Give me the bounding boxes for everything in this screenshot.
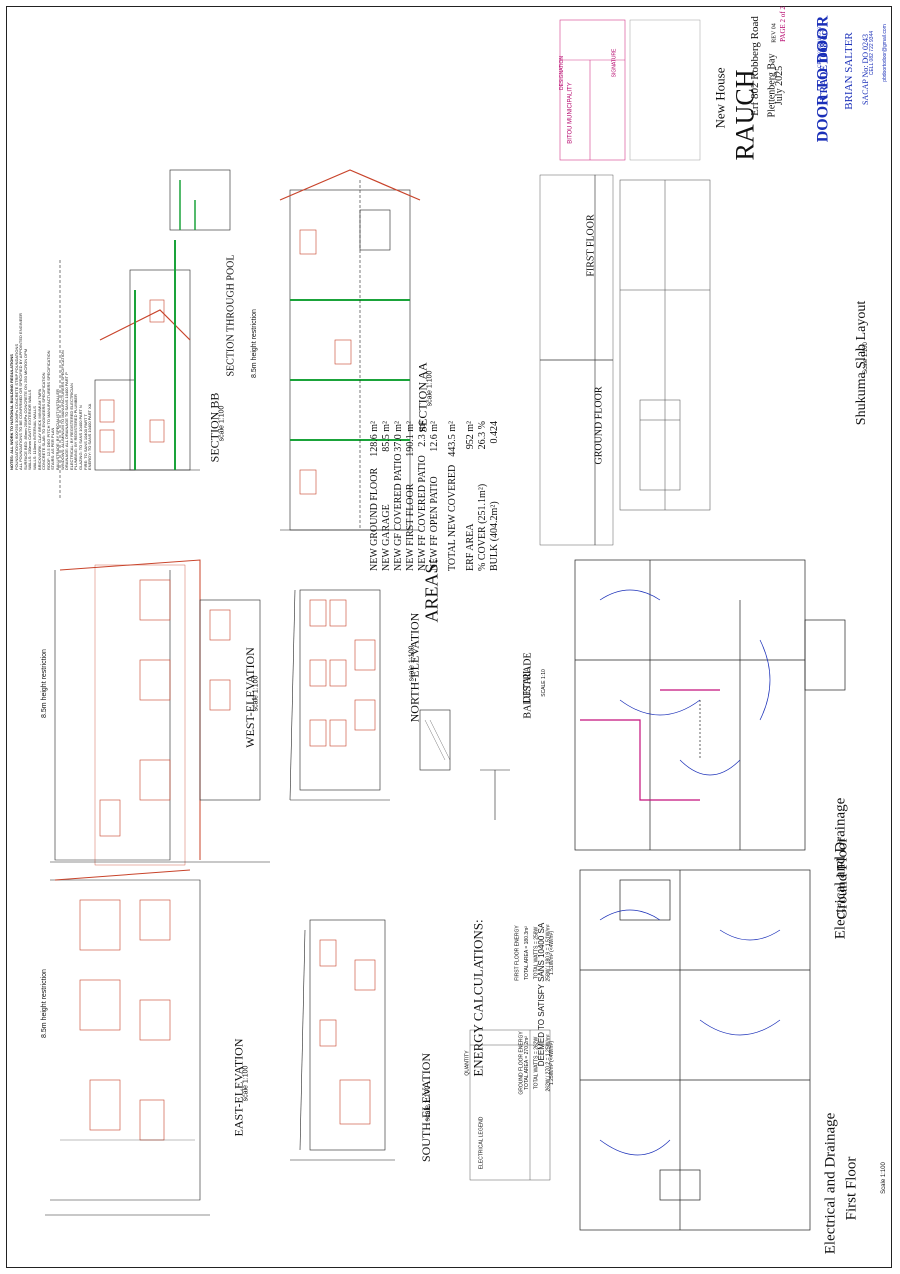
west-elevation-drawing bbox=[50, 559, 270, 866]
legend-title: ELECTRICAL LEGEND bbox=[478, 1116, 485, 1170]
section-pool-title: SECTION THROUGH POOL bbox=[225, 254, 237, 377]
section-bb-scale: scale 1:100 bbox=[218, 405, 226, 442]
schedule-ff-title: FIRST FLOOR bbox=[585, 214, 597, 277]
area-label: NEW GARAGE bbox=[381, 504, 392, 571]
east-elevation-drawing bbox=[45, 869, 210, 1216]
area-row: NEW GROUND FLOOR 128.6 m² bbox=[369, 421, 381, 571]
section-bb-drawing bbox=[59, 169, 231, 500]
energy-footer: DEEMED TO SATISFY SANS 10400 SA bbox=[537, 922, 547, 1067]
area-value: 443.5 m² bbox=[447, 421, 458, 457]
energy-col2-l1: TOTAL AREA = 180.3m² bbox=[523, 926, 530, 980]
north-elevation-drawing bbox=[289, 589, 390, 801]
drawing-sheet bbox=[6, 6, 892, 1268]
height-restriction-label-2: 8.5m height restriction bbox=[40, 969, 48, 1038]
area-value: 85.5 m² bbox=[381, 421, 392, 452]
area-label: NEW FF OPEN PATIO bbox=[429, 476, 440, 571]
energy-col2-l4: 1.51W/m² (<4W/m²) bbox=[549, 930, 556, 976]
area-label: NEW FIRST FLOOR bbox=[405, 483, 416, 571]
area-value: 2.3 m² bbox=[417, 421, 428, 447]
schedule-gf-title: GROUND FLOOR bbox=[593, 386, 605, 465]
area-row: ERF AREA 952 m² bbox=[465, 421, 477, 571]
gf-electrical-title-2: Electrical and Drainage bbox=[832, 797, 849, 940]
section-aa-drawing bbox=[279, 169, 421, 531]
area-row: % COVER (251.1m²) 26.3 % bbox=[477, 421, 489, 571]
area-value: 952 m² bbox=[465, 421, 476, 450]
window-schedule-grid bbox=[539, 174, 614, 546]
area-label: ERF AREA bbox=[465, 523, 476, 571]
first-floor-electrical-plan bbox=[579, 869, 811, 1231]
shukuma-scale: Scale 1:100 bbox=[862, 342, 869, 374]
legend-quantity: QUANTITY bbox=[464, 1050, 471, 1076]
electrical-legend-grid bbox=[469, 1029, 551, 1181]
area-label: % COVER (251.1m²) bbox=[477, 483, 488, 571]
area-value: 12.6 m² bbox=[429, 421, 440, 452]
area-row: NEW GARAGE 85.5 m² bbox=[381, 421, 393, 571]
municipality-title: BITOU MUNICIPALITY bbox=[567, 82, 574, 144]
balustrade-detail: DETAIL bbox=[522, 667, 534, 704]
company-ck: CK 2002/092190/23 bbox=[817, 27, 823, 68]
house-line: New House bbox=[712, 67, 728, 129]
company-contact1: CELL 082 722 9344 bbox=[869, 30, 876, 76]
energy-col2-head: FIRST FLOOR ENERGY bbox=[514, 925, 521, 981]
energy-col1-l4: 1.25W/m² (<4W/m²) bbox=[549, 1040, 556, 1086]
municipality-designation: DESIGNATION bbox=[559, 55, 566, 91]
company-person: BRIAN SALTER bbox=[842, 32, 855, 110]
ff-electrical-title-1: First Floor bbox=[843, 1156, 860, 1221]
area-label: NEW GF COVERED PATIO bbox=[393, 453, 404, 571]
page-label: PAGE 2 of 2 bbox=[778, 6, 787, 42]
area-row: TOTAL NEW COVERED 443.5 m² bbox=[447, 421, 459, 571]
section-aa-scale: scale 1:100 bbox=[426, 370, 434, 407]
area-value: 37.0 m² bbox=[393, 421, 404, 452]
south-elevation-drawing bbox=[290, 919, 395, 1161]
east-elevation-scale: scale 1:100 bbox=[242, 1065, 250, 1102]
municipality-signature: SIGNATURE bbox=[611, 48, 618, 78]
balustrade-scale: SCALE 1:10 bbox=[540, 669, 547, 697]
area-label: TOTAL NEW COVERED bbox=[447, 464, 458, 571]
area-label: BULK (404.2m²) bbox=[489, 501, 500, 571]
area-label: NEW GROUND FLOOR bbox=[369, 467, 380, 571]
height-restriction-label-1: 8.5m height restriction bbox=[40, 649, 48, 718]
area-row: NEW FIRST FLOOR 190.1 m² bbox=[405, 421, 417, 571]
revision-label: REV 04 bbox=[771, 23, 778, 43]
area-row: NEW FF OPEN PATIO 12.6 m² bbox=[429, 421, 441, 571]
area-value: 128.6 m² bbox=[369, 421, 380, 457]
approval-box bbox=[629, 19, 701, 161]
ground-floor-electrical-plan bbox=[574, 559, 846, 851]
energy-title: ENERGY CALCULATIONS: bbox=[470, 919, 486, 1077]
ff-electrical-title-2: Electrical and Drainage bbox=[822, 1112, 839, 1255]
energy-col1-l1: TOTAL AREA = 270.2m² bbox=[523, 1036, 530, 1090]
date-label: July 2025 bbox=[774, 65, 786, 106]
areas-table: NEW GROUND FLOOR 128.6 m² NEW GARAGE 85.5 m… bbox=[369, 421, 501, 571]
address-line1: Erf 802 Robberg Road bbox=[748, 16, 761, 116]
west-elevation-scale: scale 1:100 bbox=[252, 675, 260, 712]
company-contact2: pbdoortodoor@gmail.com bbox=[881, 24, 888, 82]
balustrade-detail-drawing bbox=[419, 709, 510, 820]
shukuma-slab-layout-drawing bbox=[619, 179, 711, 511]
municipality-box bbox=[559, 19, 626, 161]
north-elevation-scale: scale 1:100 bbox=[408, 645, 416, 682]
south-elevation-scale: scale 1:100 bbox=[424, 1085, 432, 1122]
area-label: NEW FF COVERED PATIO bbox=[417, 455, 428, 571]
area-row: BULK (404.2m²) 0.424 bbox=[489, 421, 501, 571]
area-row: NEW FF COVERED PATIO 2.3 m² bbox=[417, 421, 429, 571]
area-value: 26.3 % bbox=[477, 421, 488, 450]
area-value: 190.1 m² bbox=[405, 421, 416, 457]
area-value: 0.424 bbox=[489, 421, 500, 444]
ff-electrical-scale: Scale 1:100 bbox=[880, 1162, 887, 1194]
height-restriction-label-3: 8.5m height restriction bbox=[250, 309, 258, 378]
